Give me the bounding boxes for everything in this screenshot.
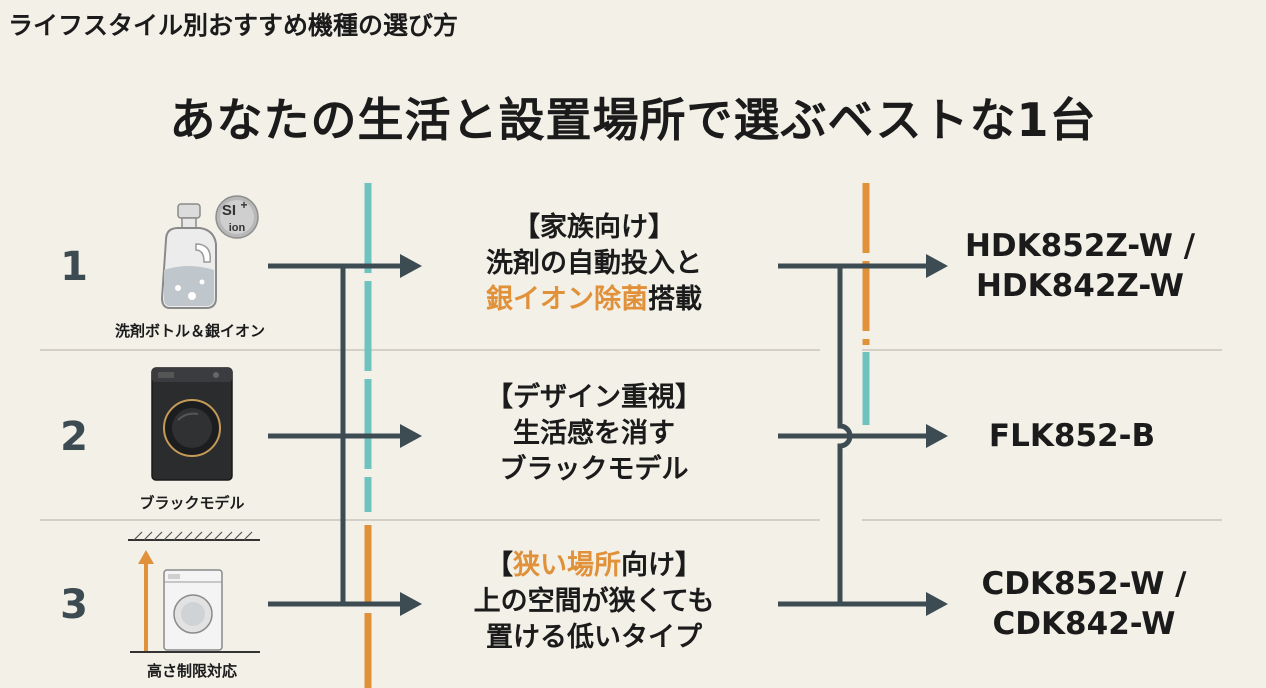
- row-number-2: 2: [60, 414, 88, 460]
- feature-accent-1: 銀イオン除菌: [486, 284, 648, 315]
- feature-tag-3: 【狭い場所向け】: [424, 548, 764, 584]
- feature-line3-rest-1: 搭載: [648, 284, 702, 315]
- feature-tag-1: 【家族向け】: [513, 212, 675, 243]
- model-result-2: FLK852-B: [922, 416, 1222, 456]
- icon-caption-2: ブラックモデル: [139, 494, 245, 512]
- model-3-line1: CDK852-W /: [981, 566, 1187, 602]
- feature-accent-3: 狭い場所: [513, 550, 621, 581]
- feature-tag-rest-3: 向け】: [621, 550, 702, 581]
- feature-text-3: 【狭い場所向け】 上の空間が狭くても 置ける低いタイプ: [424, 548, 764, 656]
- washing-machine-black-icon: [151, 367, 233, 481]
- silver-ion-badge-icon: SI + ion: [215, 195, 259, 239]
- low-height-washer-icon: [128, 531, 260, 653]
- row-number-1: 1: [60, 244, 88, 290]
- badge-si-label: SI: [222, 202, 236, 219]
- arrowhead-right-row1: [926, 254, 948, 278]
- model-2-line1: FLK852-B: [988, 418, 1156, 454]
- row-number-3: 3: [60, 582, 88, 628]
- feature-tag-2: 【デザイン重視】: [486, 382, 702, 413]
- feature-line2-1: 洗剤の自動投入と: [486, 248, 702, 279]
- feature-line2-3: 上の空間が狭くても: [473, 586, 715, 617]
- page-subtitle: ライフスタイル別おすすめ機種の選び方: [8, 11, 459, 40]
- feature-line3-3: 置ける低いタイプ: [486, 622, 702, 653]
- feature-text-2: 【デザイン重視】 生活感を消す ブラックモデル: [424, 380, 764, 488]
- arrowhead-left-row3: [400, 592, 422, 616]
- badge-ion-label: ion: [229, 222, 246, 234]
- arrowhead-right-row3: [926, 592, 948, 616]
- badge-plus-label: +: [240, 198, 247, 212]
- feature-line2-2: 生活感を消す: [513, 418, 675, 449]
- model-1-line2: HDK842Z-W: [975, 268, 1184, 304]
- feature-tag-open-3: 【: [486, 550, 513, 581]
- feature-line3-2: ブラックモデル: [499, 454, 689, 485]
- icon-caption-1: 洗剤ボトル＆銀イオン: [114, 322, 265, 340]
- icon-caption-3: 高さ制限対応: [146, 662, 237, 680]
- arrowhead-left-row2: [400, 424, 422, 448]
- model-3-line2: CDK842-W: [992, 606, 1176, 642]
- model-result-1: HDK852Z-W / HDK842Z-W: [930, 226, 1230, 306]
- arrowhead-right-row2: [926, 424, 948, 448]
- feature-line3-1: 銀イオン除菌搭載: [424, 282, 764, 318]
- page-title: あなたの生活と設置場所で選ぶベストな1台: [169, 93, 1097, 147]
- feature-text-1: 【家族向け】 洗剤の自動投入と 銀イオン除菌搭載: [424, 210, 764, 318]
- arrowhead-left-row1: [400, 254, 422, 278]
- model-result-3: CDK852-W / CDK842-W: [934, 564, 1234, 644]
- model-1-line1: HDK852Z-W /: [964, 228, 1196, 264]
- detergent-bottle-icon: [160, 203, 217, 309]
